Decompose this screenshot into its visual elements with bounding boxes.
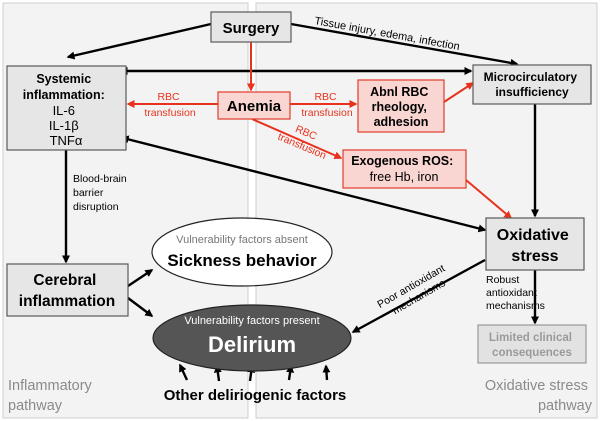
bbb-disruption-label: Blood-brain barrier disruption (73, 173, 130, 213)
rbc-transfusion-left-label: RBC transfusion (144, 91, 196, 119)
arrow-abnl-to-microcirc (443, 82, 475, 103)
delirium-ellipse (152, 304, 352, 372)
other-deliriogenic-factors-label: Other deliriogenic factors (164, 387, 347, 404)
robust-antioxidant-label: Robust antioxidant mechanisms (486, 274, 545, 312)
inflammatory-pathway-label: Inflammatory pathway (8, 378, 96, 414)
oxidative-pathway-label: Oxidative stress pathway (485, 378, 593, 414)
surgery-label: Surgery (223, 20, 280, 37)
arrow-exo-to-oxidative (465, 179, 513, 219)
oxidative-stress-label: Oxidative stress (497, 227, 573, 265)
sickness-note: Vulnerability factors absent (176, 234, 308, 246)
arrow-cerebral-to-delirium (127, 297, 154, 317)
microcirculatory-box (472, 64, 592, 105)
arrow-surgery-to-microcirc (290, 22, 519, 67)
limited-consequences-label: Limited clinical consequences (489, 332, 575, 359)
abnl-rbc-box (357, 79, 445, 133)
exogenous-ros-box (342, 149, 467, 189)
arrow-anemia-to-exo (251, 118, 343, 160)
microcirculatory-label: Microcirculatory insufficiency (484, 70, 581, 99)
limited-consequences-box (477, 324, 587, 364)
systemic-inflammation-label: Systemic inflammation: IL-6 IL-1β TNFα (23, 70, 109, 148)
sickness-behavior-ellipse (151, 217, 333, 287)
oxidative-stress-box (485, 217, 585, 271)
delirium-label: Delirium (208, 332, 296, 357)
arrow-oxidative-to-delirium (351, 258, 486, 334)
cerebral-inflammation-label: Cerebral inflammation (19, 272, 115, 310)
exogenous-ros-label: Exogenous ROS: free Hb, iron (351, 154, 457, 184)
sickness-behavior-label: Sickness behavior (167, 251, 317, 270)
arrow-surgery-to-systemic (66, 22, 212, 60)
surgery-box (210, 11, 292, 43)
abnl-rbc-label: Abnl RBC rheology, adhesion (370, 85, 432, 129)
anemia-box (217, 91, 291, 120)
cerebral-inflammation-box (6, 263, 129, 317)
arrow-cerebral-to-sickness (127, 269, 154, 287)
anemia-label: Anemia (227, 98, 282, 115)
arrow-systemic-oxidative (120, 135, 487, 233)
delirium-note: Vulnerability factors present (184, 315, 319, 327)
rbc-transfusion-right-label: RBC transfusion (301, 91, 353, 119)
systemic-inflammation-box (6, 65, 127, 151)
